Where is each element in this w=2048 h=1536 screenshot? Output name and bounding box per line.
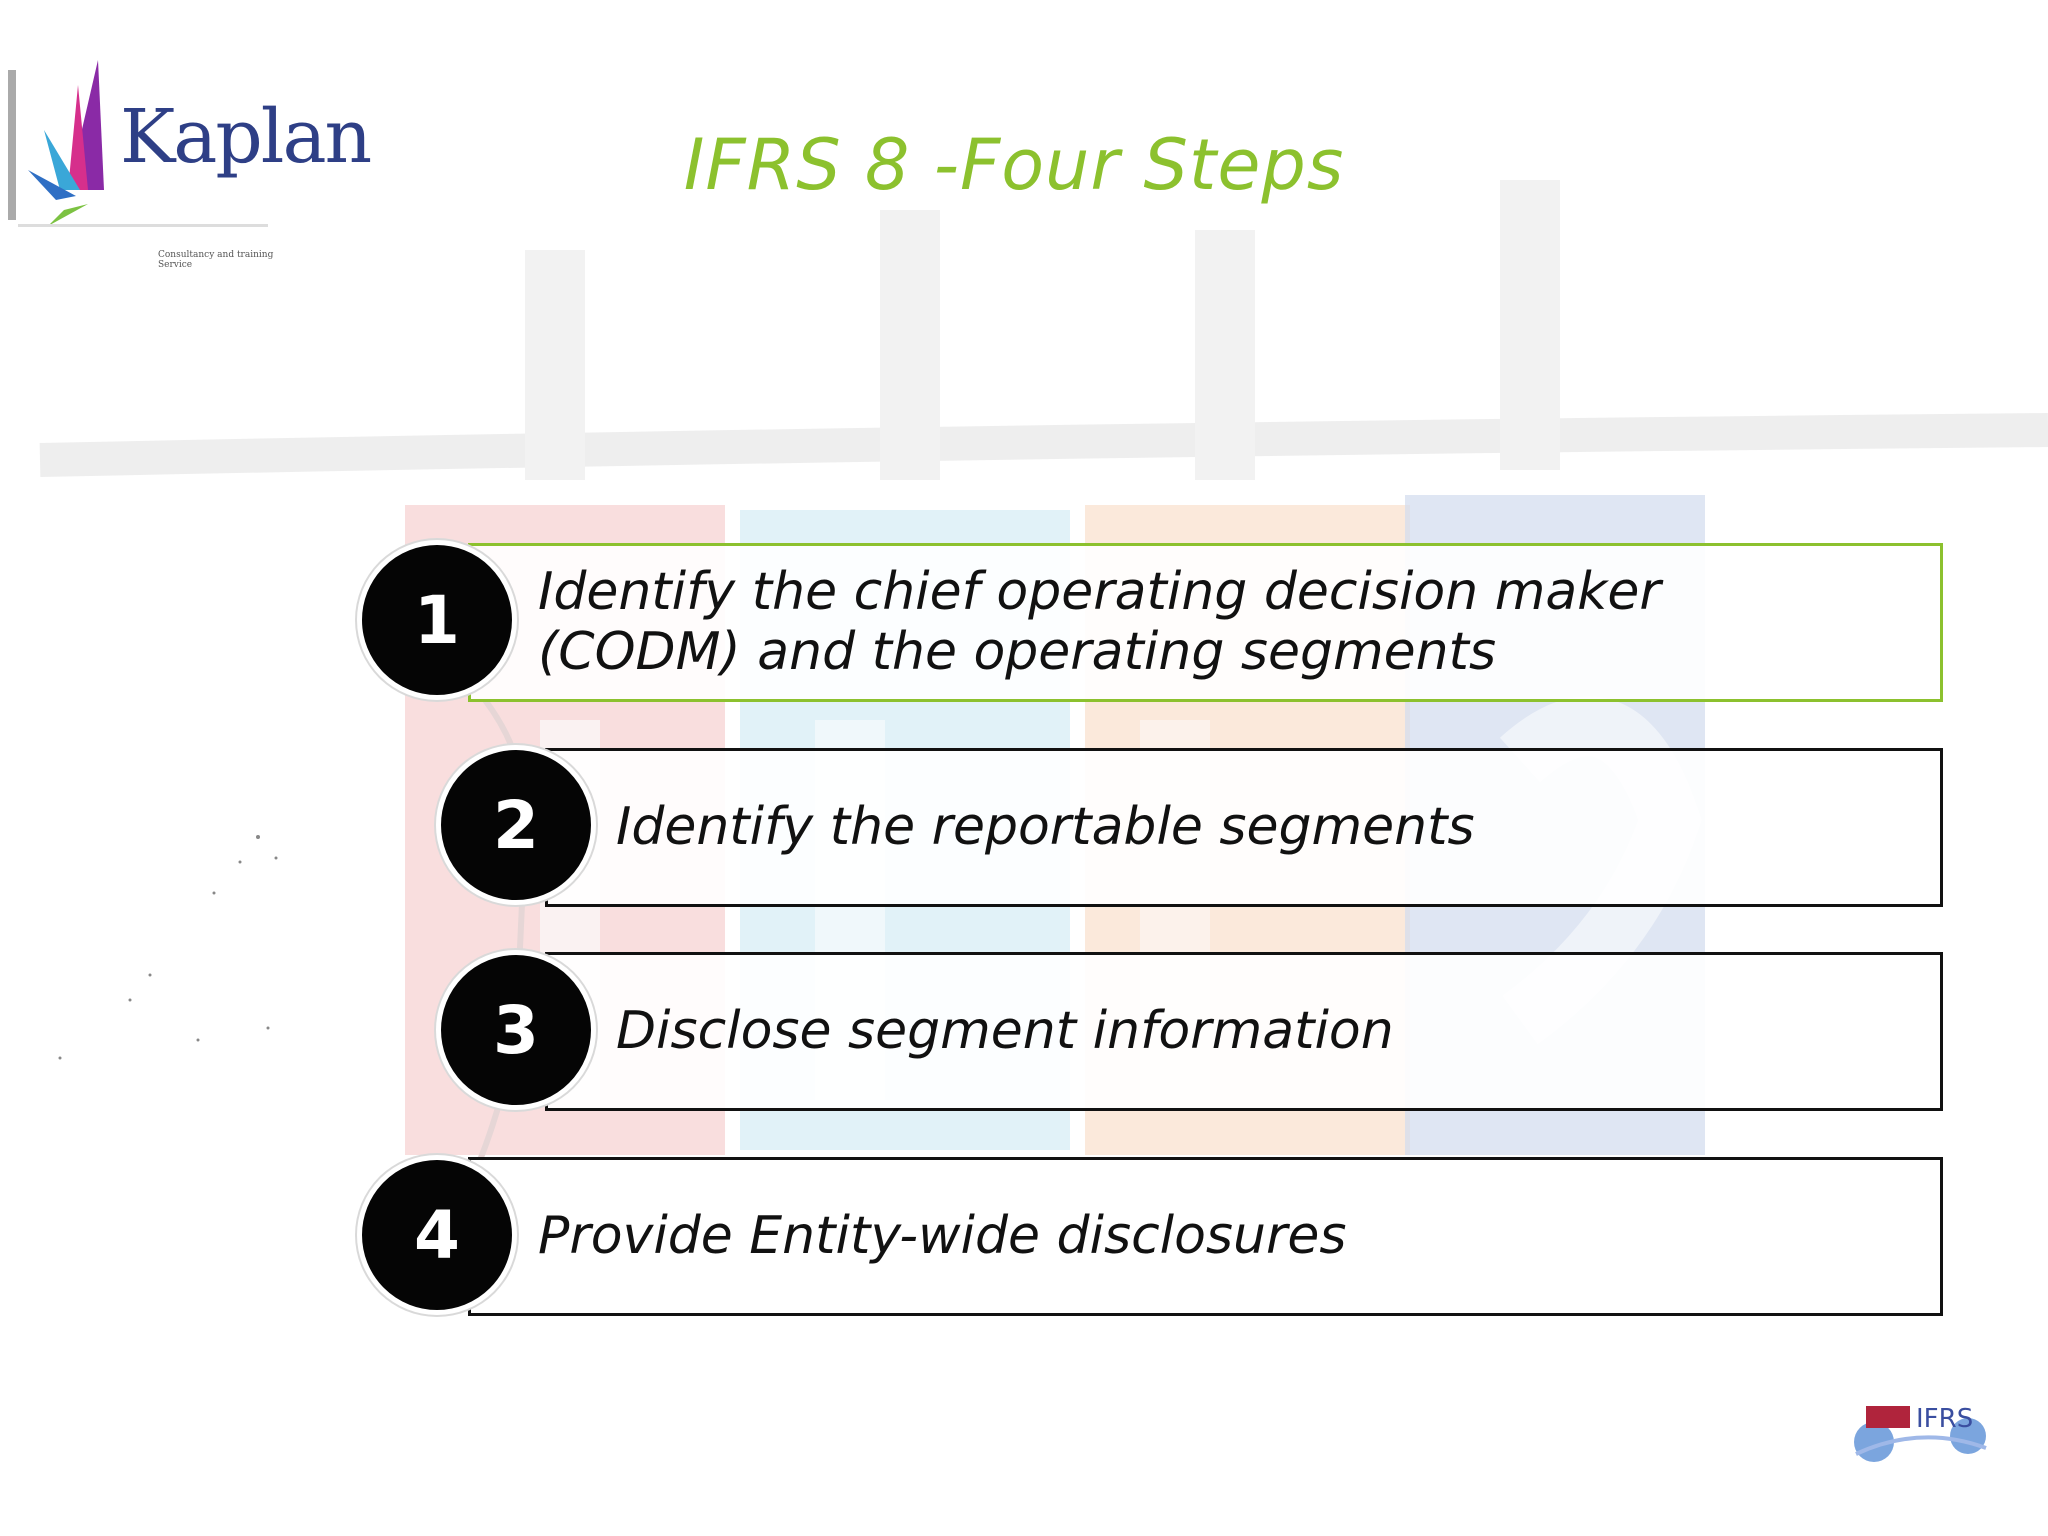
kaplan-logo: Kaplan Consultancy and training Service <box>8 50 372 270</box>
step-1-box <box>468 543 1943 702</box>
step-2-box <box>545 748 1943 907</box>
step-4-text: Provide Entity-wide disclosures <box>538 1206 1347 1266</box>
logo-tagline: Consultancy and training Service <box>158 250 274 270</box>
step-4-number: 4 <box>357 1155 517 1315</box>
ifrs-globe-icon <box>1854 1406 1987 1462</box>
logo-wordmark: Kaplan <box>120 94 372 180</box>
step-4-box <box>468 1157 1943 1316</box>
step-1-number: 1 <box>357 540 517 700</box>
step-3-text: Disclose segment information <box>616 1001 1394 1061</box>
step-2-text: Identify the reportable segments <box>616 797 1475 857</box>
step-3-box <box>545 952 1943 1111</box>
slide-title: IFRS 8 -Four Steps <box>683 124 1345 206</box>
step-3-number: 3 <box>436 950 596 1110</box>
kaplan-emblem-icon <box>8 60 268 227</box>
step-1-text: Identify the chief operating decision ma… <box>538 562 1661 682</box>
step-2-number: 2 <box>436 745 596 905</box>
ifrs-badge-text: IFRS <box>1916 1404 1974 1434</box>
